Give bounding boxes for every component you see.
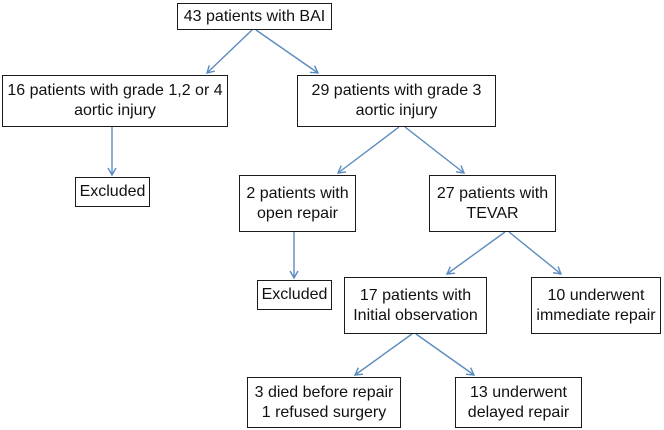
node-line: open repair <box>257 204 338 222</box>
node-line: 27 patients with <box>436 184 549 202</box>
node-line: 1 refused surgery <box>261 403 387 421</box>
node-line: 2 patients with <box>246 184 349 202</box>
node-delayed-repair: 13 underwent delayed repair <box>455 377 582 428</box>
node-line: 17 patients with <box>359 286 472 304</box>
node-open-repair: 2 patients with open repair <box>239 175 356 232</box>
node-line: 13 underwent <box>470 383 567 401</box>
node-excluded-left: Excluded <box>75 177 150 207</box>
arrow-tevar-to-immediate-repair <box>508 231 563 275</box>
arrow-tevar-to-observation <box>445 231 506 275</box>
node-line: 10 underwent <box>547 286 645 304</box>
arrow-grade-3-to-open-repair <box>336 126 400 174</box>
node-grade-3: 29 patients with grade 3 aortic injury <box>297 75 496 127</box>
arrow-observation-to-died <box>353 333 413 376</box>
node-line: immediate repair <box>536 306 656 324</box>
arrow-observation-to-delayed-repair <box>415 333 476 376</box>
node-line: 3 died before repair <box>254 383 394 401</box>
node-line: Initial observation <box>353 306 478 324</box>
node-line: Excluded <box>261 286 328 303</box>
node-excluded-mid: Excluded <box>257 280 332 310</box>
arrow-root-to-grade-124 <box>205 29 253 74</box>
node-line: delayed repair <box>467 403 570 421</box>
node-line: Excluded <box>79 183 146 200</box>
arrow-root-to-grade-3 <box>255 29 320 74</box>
node-initial-observation: 17 patients with Initial observation <box>344 277 487 334</box>
node-line: 43 patients with BAI <box>183 7 326 25</box>
node-died-refused: 3 died before repair 1 refused surgery <box>247 377 401 428</box>
node-line: 16 patients with grade 1,2 or 4 <box>7 82 223 99</box>
node-total-bai: 43 patients with BAI <box>177 3 332 30</box>
node-tevar: 27 patients with TEVAR <box>429 175 556 232</box>
node-immediate-repair: 10 underwent immediate repair <box>531 277 661 334</box>
node-line: aortic injury <box>355 102 438 119</box>
arrow-grade-3-to-tevar <box>404 126 466 174</box>
node-grade-124: 16 patients with grade 1,2 or 4 aortic i… <box>2 75 228 127</box>
node-line: 29 patients with grade 3 <box>311 82 482 99</box>
node-line: TEVAR <box>466 204 519 222</box>
node-line: aortic injury <box>74 102 156 119</box>
